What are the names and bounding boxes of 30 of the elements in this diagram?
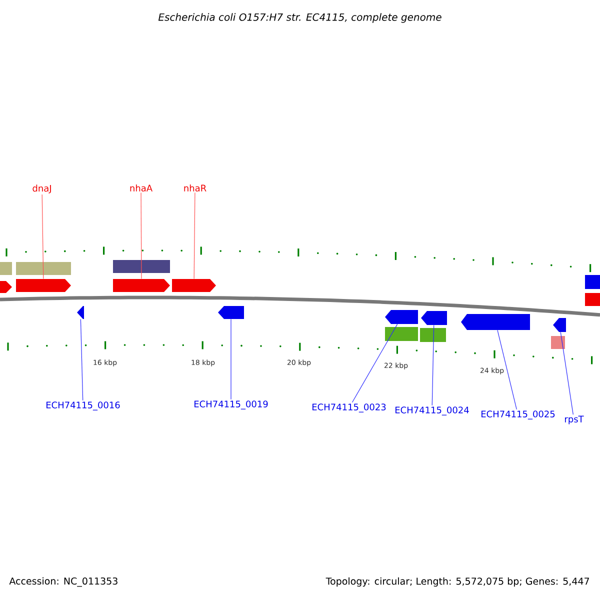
leader-line [352,324,398,403]
gene-block [421,311,447,325]
gene-label: rpsT [565,416,584,424]
leader-line [194,192,196,280]
leader-line [42,194,44,280]
leader-line [432,324,434,406]
leader-line [80,318,84,401]
gene-block [461,314,530,330]
gene-label: nhaR [184,184,206,192]
gene-block [553,318,566,332]
leader-line [497,330,517,410]
gene-label: dnaJ [32,184,51,194]
leader-line [230,318,232,400]
gene-label: ECH74115_0019 [194,400,268,410]
gene-block [172,279,216,292]
gene-block [385,310,418,324]
gene-label: ECH74115_0023 [312,404,386,412]
gene-block [218,306,244,319]
leader-line [560,332,574,415]
title: Escherichia coli O157:H7 str. EC4115, complete genome [158,13,442,23]
gene-label: ECH74115_0025 [482,410,555,420]
gene-block [77,306,84,319]
gene-block [16,279,71,292]
leader-line [140,192,142,280]
footer-text: Accession: NC_011353 [9,577,118,587]
gene-block [113,279,170,292]
gene-label: nhaA [130,184,152,192]
footer-text: Topology: circular; Length: 5,572,075 bp; Genes: 5,447 [326,577,589,587]
gene-label: ECH74115_0024 [396,406,469,416]
gene-label: ECH74115_0016 [46,402,120,410]
